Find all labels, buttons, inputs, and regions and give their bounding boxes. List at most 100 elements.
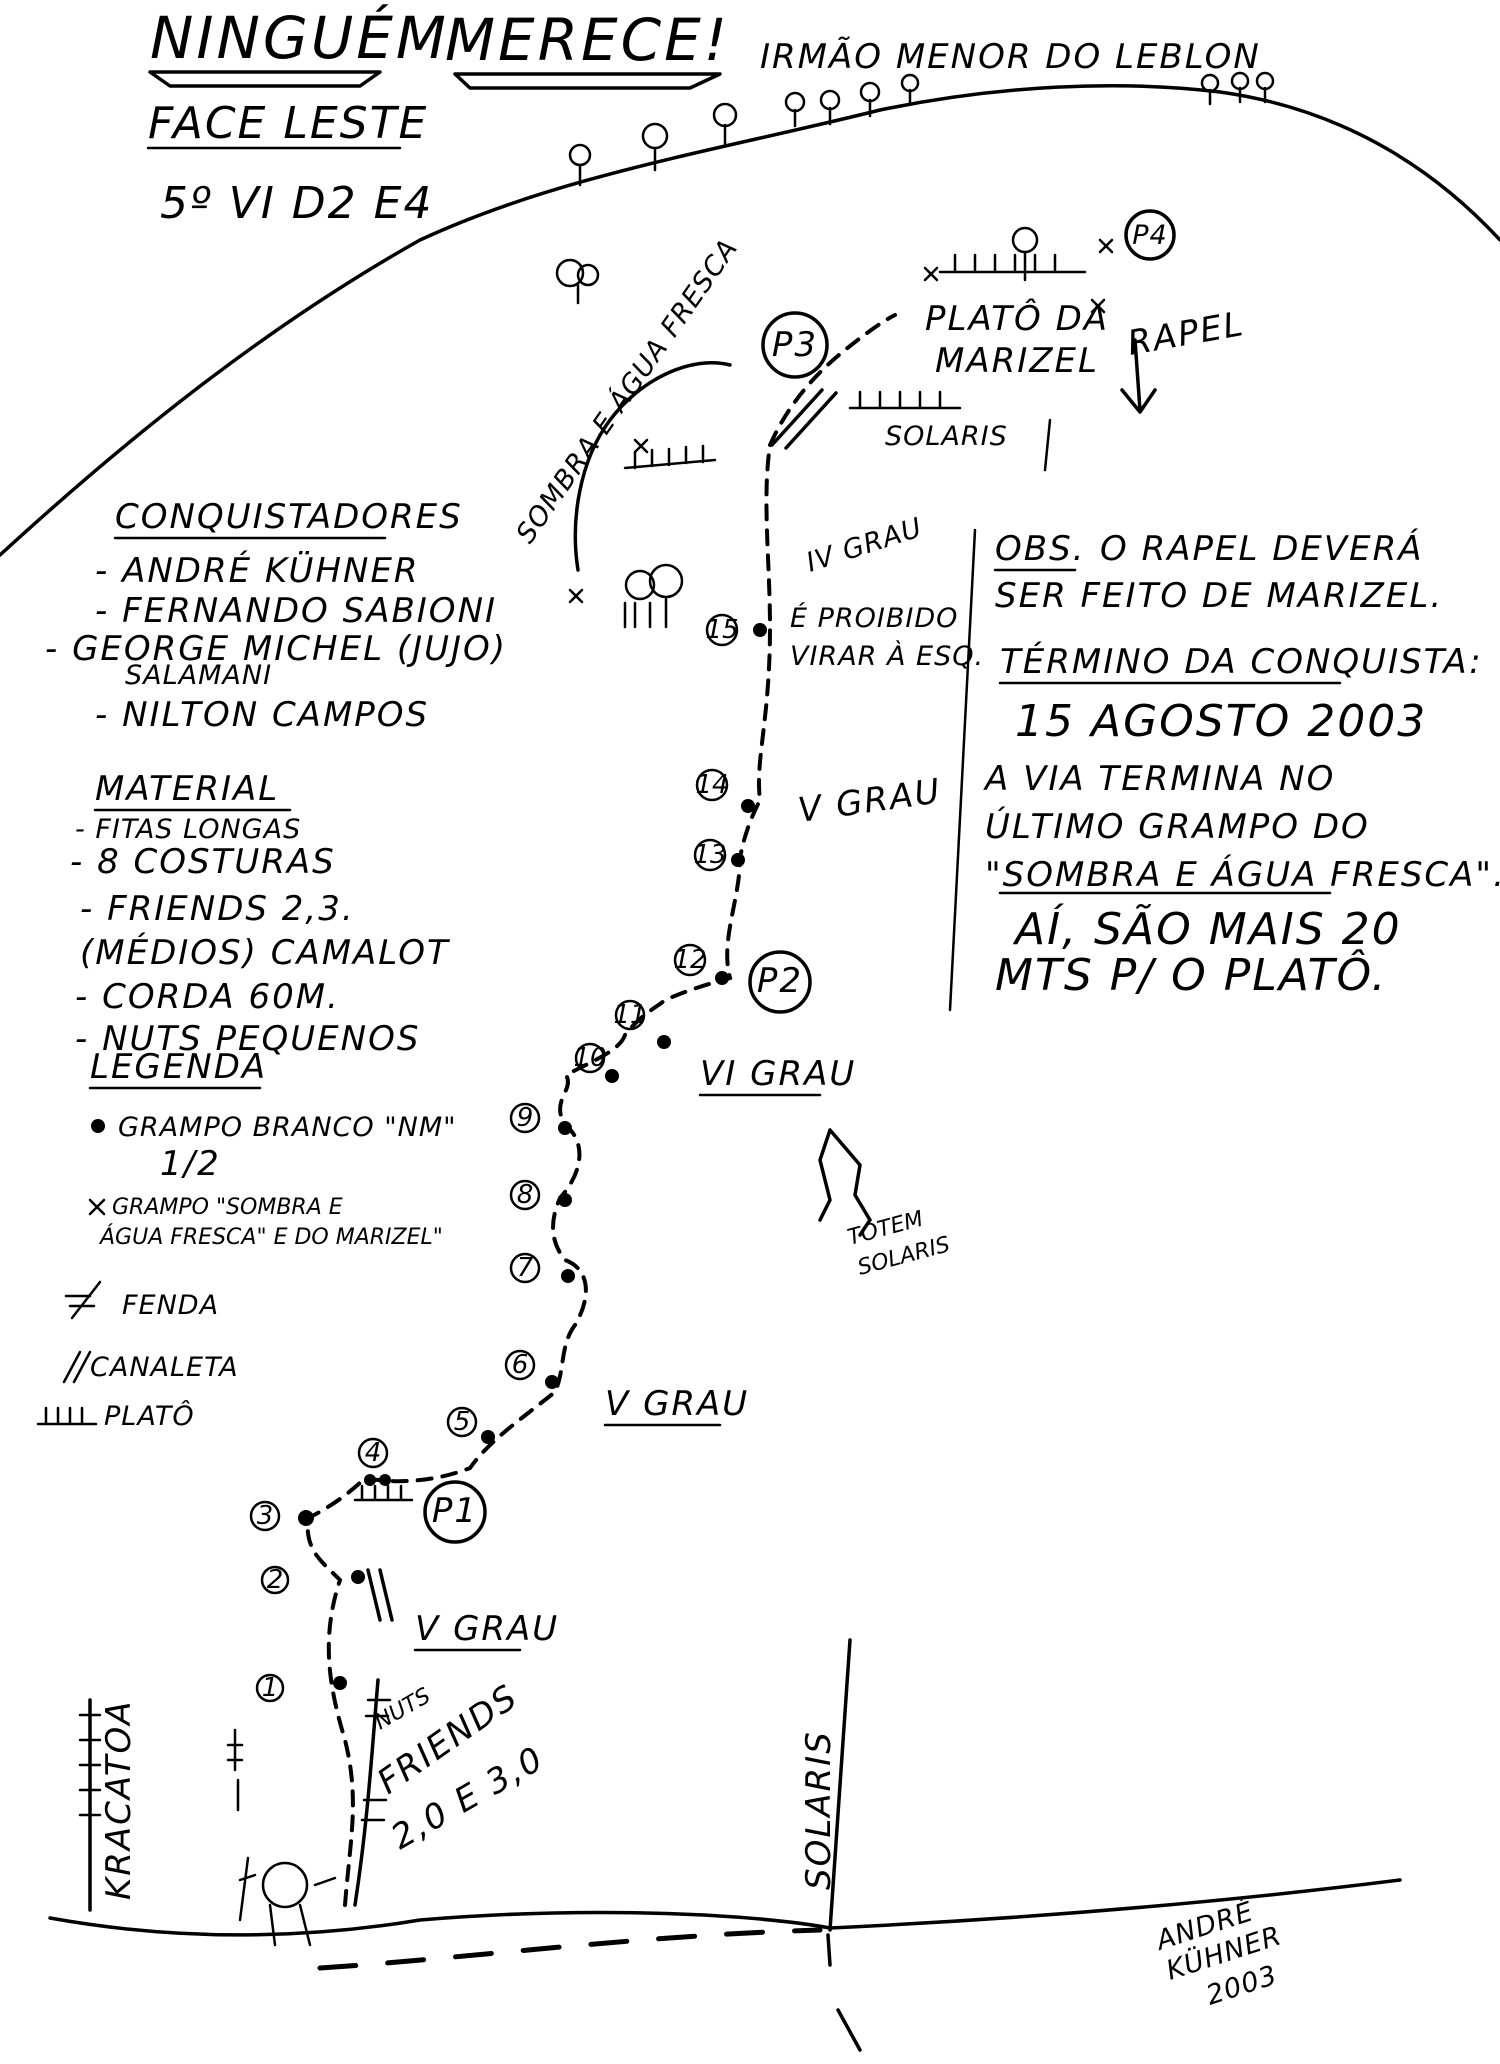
- bolt: [351, 1570, 365, 1584]
- lower-crack: [353, 1678, 380, 1907]
- pitch-number-7: 7: [517, 1253, 534, 1283]
- pitch-marker: [509, 1102, 541, 1134]
- p4-cross: [1098, 238, 1114, 254]
- tree-icon: [1011, 226, 1039, 282]
- pitch-number-13: 13: [693, 840, 726, 870]
- notes-divider: [948, 528, 977, 1012]
- grade-label-4: V GRAU: [796, 771, 944, 831]
- pitch-number-2: 2: [267, 1565, 284, 1595]
- belay-marker: [1124, 209, 1176, 261]
- tree-icon: [1230, 71, 1250, 104]
- grade-label-2: V GRAU: [605, 1384, 749, 1424]
- finish-line-2: ÚLTIMO GRAMPO DO: [985, 806, 1370, 847]
- trail-tick: [826, 1933, 832, 1967]
- legend-bolt-symbol: [91, 1119, 105, 1133]
- sombra-ledge: [623, 444, 717, 470]
- obs-label: OBS.: [995, 529, 1085, 569]
- title-underline-2: [453, 72, 722, 90]
- legend-cross-symbol: [88, 1198, 106, 1216]
- kracatoa-label: KRACATOA: [99, 1700, 139, 1901]
- obs-line-1: O RAPEL DEVERÁ: [1100, 528, 1423, 569]
- legend-bolt-sub: 1/2: [160, 1144, 221, 1184]
- title-part-2: MERECE!: [445, 6, 730, 74]
- pitch-number-4: 4: [365, 1438, 382, 1468]
- end-date: 15 AGOSTO 2003: [1015, 696, 1427, 747]
- tree-icon: [859, 81, 881, 118]
- upper-route-line: [768, 313, 897, 447]
- bolt: [741, 799, 755, 813]
- upper-groove: [770, 388, 838, 450]
- material-block: MATERIAL - FITAS LONGAS - 8 COSTURAS - F…: [70, 769, 448, 1059]
- end-label: TÉRMINO DA CONQUISTA:: [1000, 641, 1483, 682]
- solaris-top-label: SOLARIS: [885, 421, 1008, 452]
- solaris-top-ledge: [848, 390, 962, 410]
- pitch-marker: [249, 1500, 281, 1532]
- tree-icon: [1255, 71, 1275, 104]
- tree-icon-group: [555, 71, 1275, 629]
- approach-trail: [317, 1927, 823, 1971]
- legend-cross-label: GRAMPO "SOMBRA E: [112, 1195, 343, 1220]
- pitch-marker: [574, 1042, 606, 1074]
- material-item-1: - FITAS LONGAS: [75, 814, 301, 845]
- plateau-ledge: [938, 253, 1087, 274]
- grade-label-3: VI GRAU: [700, 1054, 856, 1094]
- solaris-top-bar: [1043, 418, 1052, 472]
- finish-line-1: A VIA TERMINA NO: [983, 759, 1335, 799]
- route-grade: 5º VI D2 E4: [160, 178, 433, 229]
- plateau-cross: [923, 266, 939, 282]
- sombra-route-arc: [573, 361, 732, 572]
- route-subtitle: IRMÃO MENOR DO LEBLON: [760, 37, 1261, 77]
- material-item-6: - NUTS PEQUENOS: [75, 1019, 420, 1059]
- conquistador-3-surname: SALAMANI: [125, 660, 272, 691]
- bolt: [753, 623, 767, 637]
- bolt: [545, 1375, 559, 1389]
- rapel-arrow: [1120, 338, 1157, 414]
- bolt: [558, 1121, 572, 1135]
- sombra-cross-lower: [568, 588, 584, 604]
- belay-marker: [748, 950, 812, 1014]
- warning-line-1: É PROIBIDO: [790, 602, 958, 634]
- title-part-1: NINGUÉM: [150, 3, 449, 72]
- ridge-line: [0, 84, 1500, 557]
- tree-icon: [1200, 73, 1220, 106]
- pitch-number-11: 11: [613, 1000, 646, 1030]
- finish-line-5: MTS P/ O PLATÔ.: [995, 948, 1387, 1001]
- bolt: [605, 1069, 619, 1083]
- belay-p4: P4: [1132, 220, 1167, 251]
- pitch-marker: [614, 999, 646, 1031]
- bolt-group: [298, 623, 767, 1690]
- tree-icon: [568, 143, 592, 187]
- belay-p1: P1: [432, 1491, 478, 1531]
- lower-groove: [366, 1568, 394, 1622]
- bolt: [558, 1193, 572, 1207]
- sombra-route-label: SOMBRA E ÁGUA FRESCA: [510, 233, 745, 549]
- finish-line-4: AÍ, SÃO MAIS 20: [1012, 902, 1402, 955]
- pitch-marker: [509, 1252, 541, 1284]
- warning-line-2: VIRAR À ESQ.: [790, 640, 984, 672]
- tree-icon: [555, 258, 600, 305]
- plateau-line-1: PLATÔ DA: [925, 298, 1109, 339]
- bolt: [657, 1035, 671, 1049]
- material-heading: MATERIAL: [95, 769, 279, 809]
- legend-heading: LEGENDA: [90, 1047, 267, 1087]
- conquistador-1: - ANDRÉ KÜHNER: [95, 550, 420, 591]
- pitch-marker: [693, 838, 727, 872]
- trail-end: [836, 2008, 862, 2052]
- obs-line-2: SER FEITO DE MARIZEL.: [995, 576, 1443, 616]
- tree-icon: [900, 73, 920, 106]
- crack-hatch: [360, 1698, 392, 1822]
- tree-icon: [641, 122, 669, 172]
- sombra-cross: [633, 438, 649, 454]
- plateau-line-2: MARIZEL: [935, 341, 1099, 381]
- bolt: [731, 853, 745, 867]
- bolt: [364, 1474, 376, 1486]
- pitch-number-5: 5: [454, 1407, 471, 1437]
- pitch-marker: [673, 943, 707, 977]
- pitch-number-9: 9: [517, 1103, 534, 1133]
- nuts-label: NUTS: [371, 1684, 435, 1736]
- pitch-marker: [446, 1406, 478, 1438]
- pitch-marker: [509, 1179, 541, 1211]
- pitch-number-8: 8: [517, 1180, 534, 1210]
- pitch-number-12: 12: [673, 945, 706, 975]
- belay-marker: [761, 311, 829, 379]
